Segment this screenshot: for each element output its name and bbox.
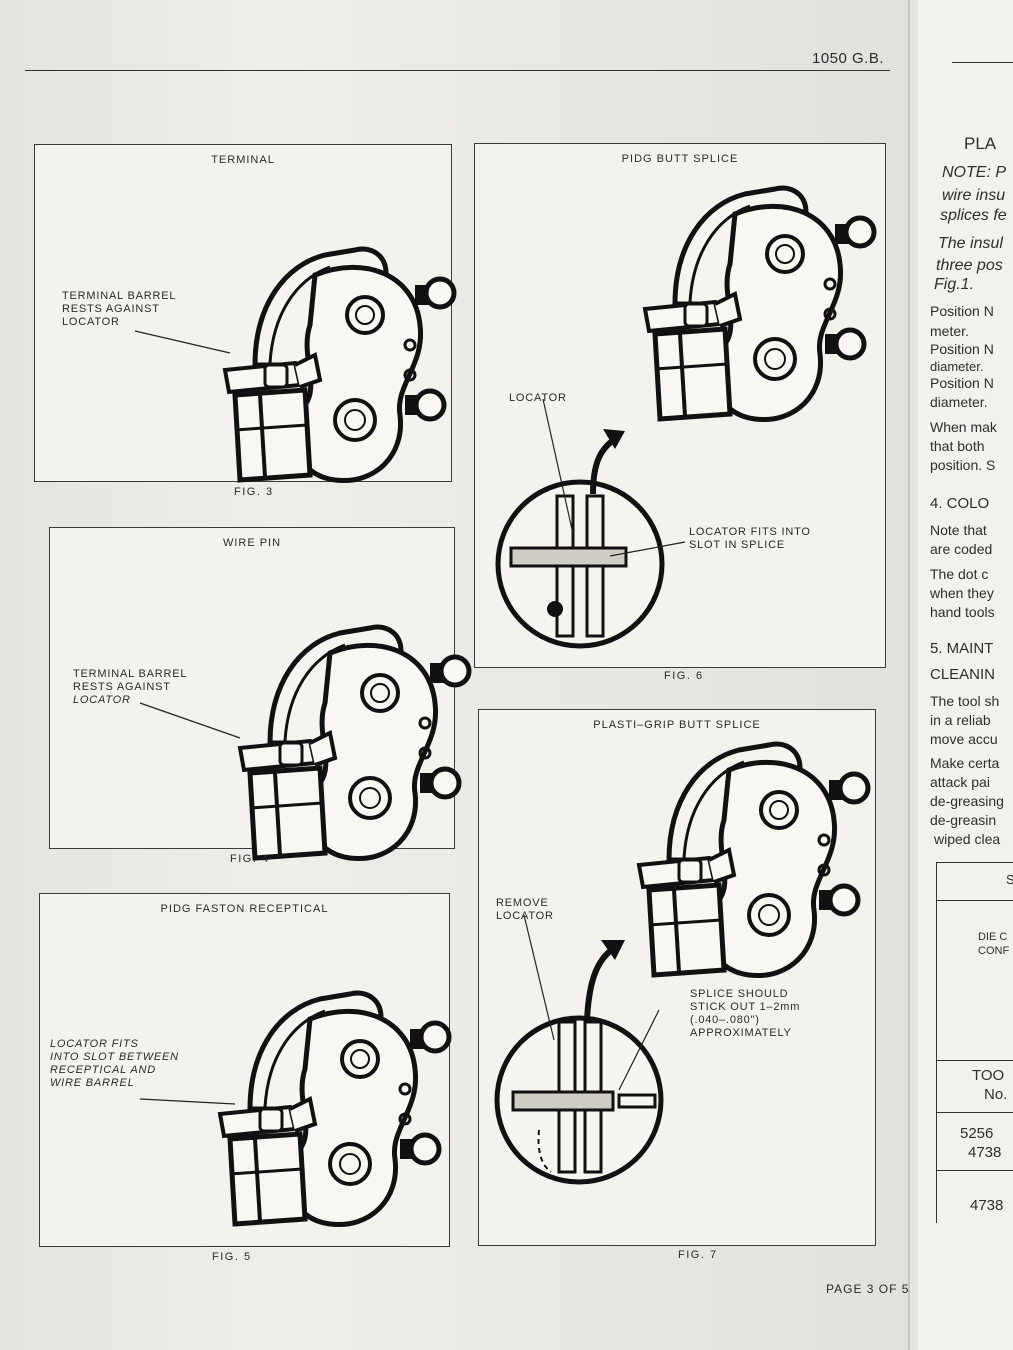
figure-3-caption: FIG. 3 [234,486,274,498]
rt-line-28: attack pai [930,774,990,790]
rt-line-11: Position N [930,375,994,391]
rt-line-6: Fig.1. [934,276,975,293]
figure-7-title: PLASTI–GRIP BUTT SPLICE [593,719,761,731]
rt-line-2: wire insu [942,187,1006,204]
figure-5-panel: PIDG FASTON RECEPTICAL LOCATOR FITS INTO… [39,893,450,1247]
figure-4-panel: WIRE PIN TERMINAL BARREL RESTS AGAINST L… [49,527,455,849]
rt-line-7: Position N [930,303,994,319]
rt-line-29: de-greasing [930,793,1004,809]
rt-line-3: splices fe [940,207,1007,224]
figure-3-leader-line [134,330,231,354]
table-tool-label: TOO No. [972,1067,1008,1103]
figure-6-locator-callout: LOCATOR [509,392,567,404]
rt-line-9: Position N [930,341,994,357]
rt-line-17: Note that [930,522,987,538]
rt-line-31: wiped clea [934,831,1001,847]
rt-line-13: When mak [930,419,997,435]
header-rule [25,70,890,71]
figure-7-caption: FIG. 7 [678,1249,718,1261]
figure-6-detail-circle [495,398,686,649]
rt-line-12: diameter. [930,394,988,410]
figure-4-callout: TERMINAL BARREL RESTS AGAINST LOCATOR [73,668,188,706]
rt-line-14: that both [930,438,985,454]
document-code: 1050 G.B. [812,50,885,67]
figure-5-caption: FIG. 5 [212,1251,252,1263]
figure-6-caption: FIG. 6 [664,670,704,682]
rt-line-26: move accu [930,731,998,747]
rt-line-23: CLEANIN [930,666,996,683]
table-row-2: 4738 [970,1197,1004,1214]
table-row-1: 5256 4738 [960,1125,1002,1161]
rt-line-21: hand tools [930,604,995,620]
header-rule-right [952,62,1013,63]
figure-6-title: PIDG BUTT SPLICE [621,153,739,165]
figure-5-title: PIDG FASTON RECEPTICAL [160,903,329,915]
rt-line-30: de-greasin [930,812,997,828]
figure-3-callout: TERMINAL BARREL RESTS AGAINST LOCATOR [62,290,177,328]
page-number: PAGE 3 OF 5 [826,1282,910,1296]
table-header-cell: S [1006,872,1013,887]
figure-5-callout: LOCATOR FITS INTO SLOT BETWEEN RECEPTICA… [50,1038,179,1089]
figure-7-detail-circle [494,914,664,1185]
rt-line-8: meter. [930,323,969,339]
figure-6-panel: PIDG BUTT SPLICE LOCATOR LOCATOR FITS IN… [474,143,886,668]
figure-5-leader-line [139,1098,236,1105]
rt-line-22: 5. MAINT [930,640,994,657]
rt-line-18: are coded [930,541,993,557]
table-die-label: DIE C CONF [978,931,1010,957]
figure-6-fits-callout: LOCATOR FITS INTO SLOT IN SPLICE [689,526,811,551]
figure-7-remove-callout: REMOVE LOCATOR [496,897,554,922]
figure-4-title: WIRE PIN [222,537,282,549]
figure-4-leader-line [139,702,241,739]
rt-line-15: position. S [930,457,996,473]
rt-line-10: diameter. [930,359,984,374]
next-page-edge [908,0,1013,1350]
figure-3-panel: TERMINAL TERMINAL BARREL RESTS AGAINST L… [34,144,452,482]
figure-7-panel: PLASTI–GRIP BUTT SPLICE REMOVE LOCATOR S… [478,709,876,1246]
rt-line-0: PLA [964,134,997,153]
rt-line-25: in a reliab [930,712,991,728]
rt-line-19: The dot c [930,566,989,582]
tool-table [936,862,1013,1223]
figure-7-splice-callout: SPLICE SHOULD STICK OUT 1–2mm (.040–.080… [690,988,801,1039]
figure-3-title: TERMINAL [211,154,275,166]
rt-line-16: 4. COLO [930,495,990,512]
rt-line-4: The insul [938,235,1003,252]
rt-line-27: Make certa [930,755,1000,771]
rt-line-24: The tool sh [930,693,1000,709]
rt-line-1: NOTE: P [942,164,1007,181]
figure-4-caption: FIG. 4 [230,853,270,865]
rt-line-5: three pos [936,257,1003,274]
rt-line-20: when they [930,585,994,601]
